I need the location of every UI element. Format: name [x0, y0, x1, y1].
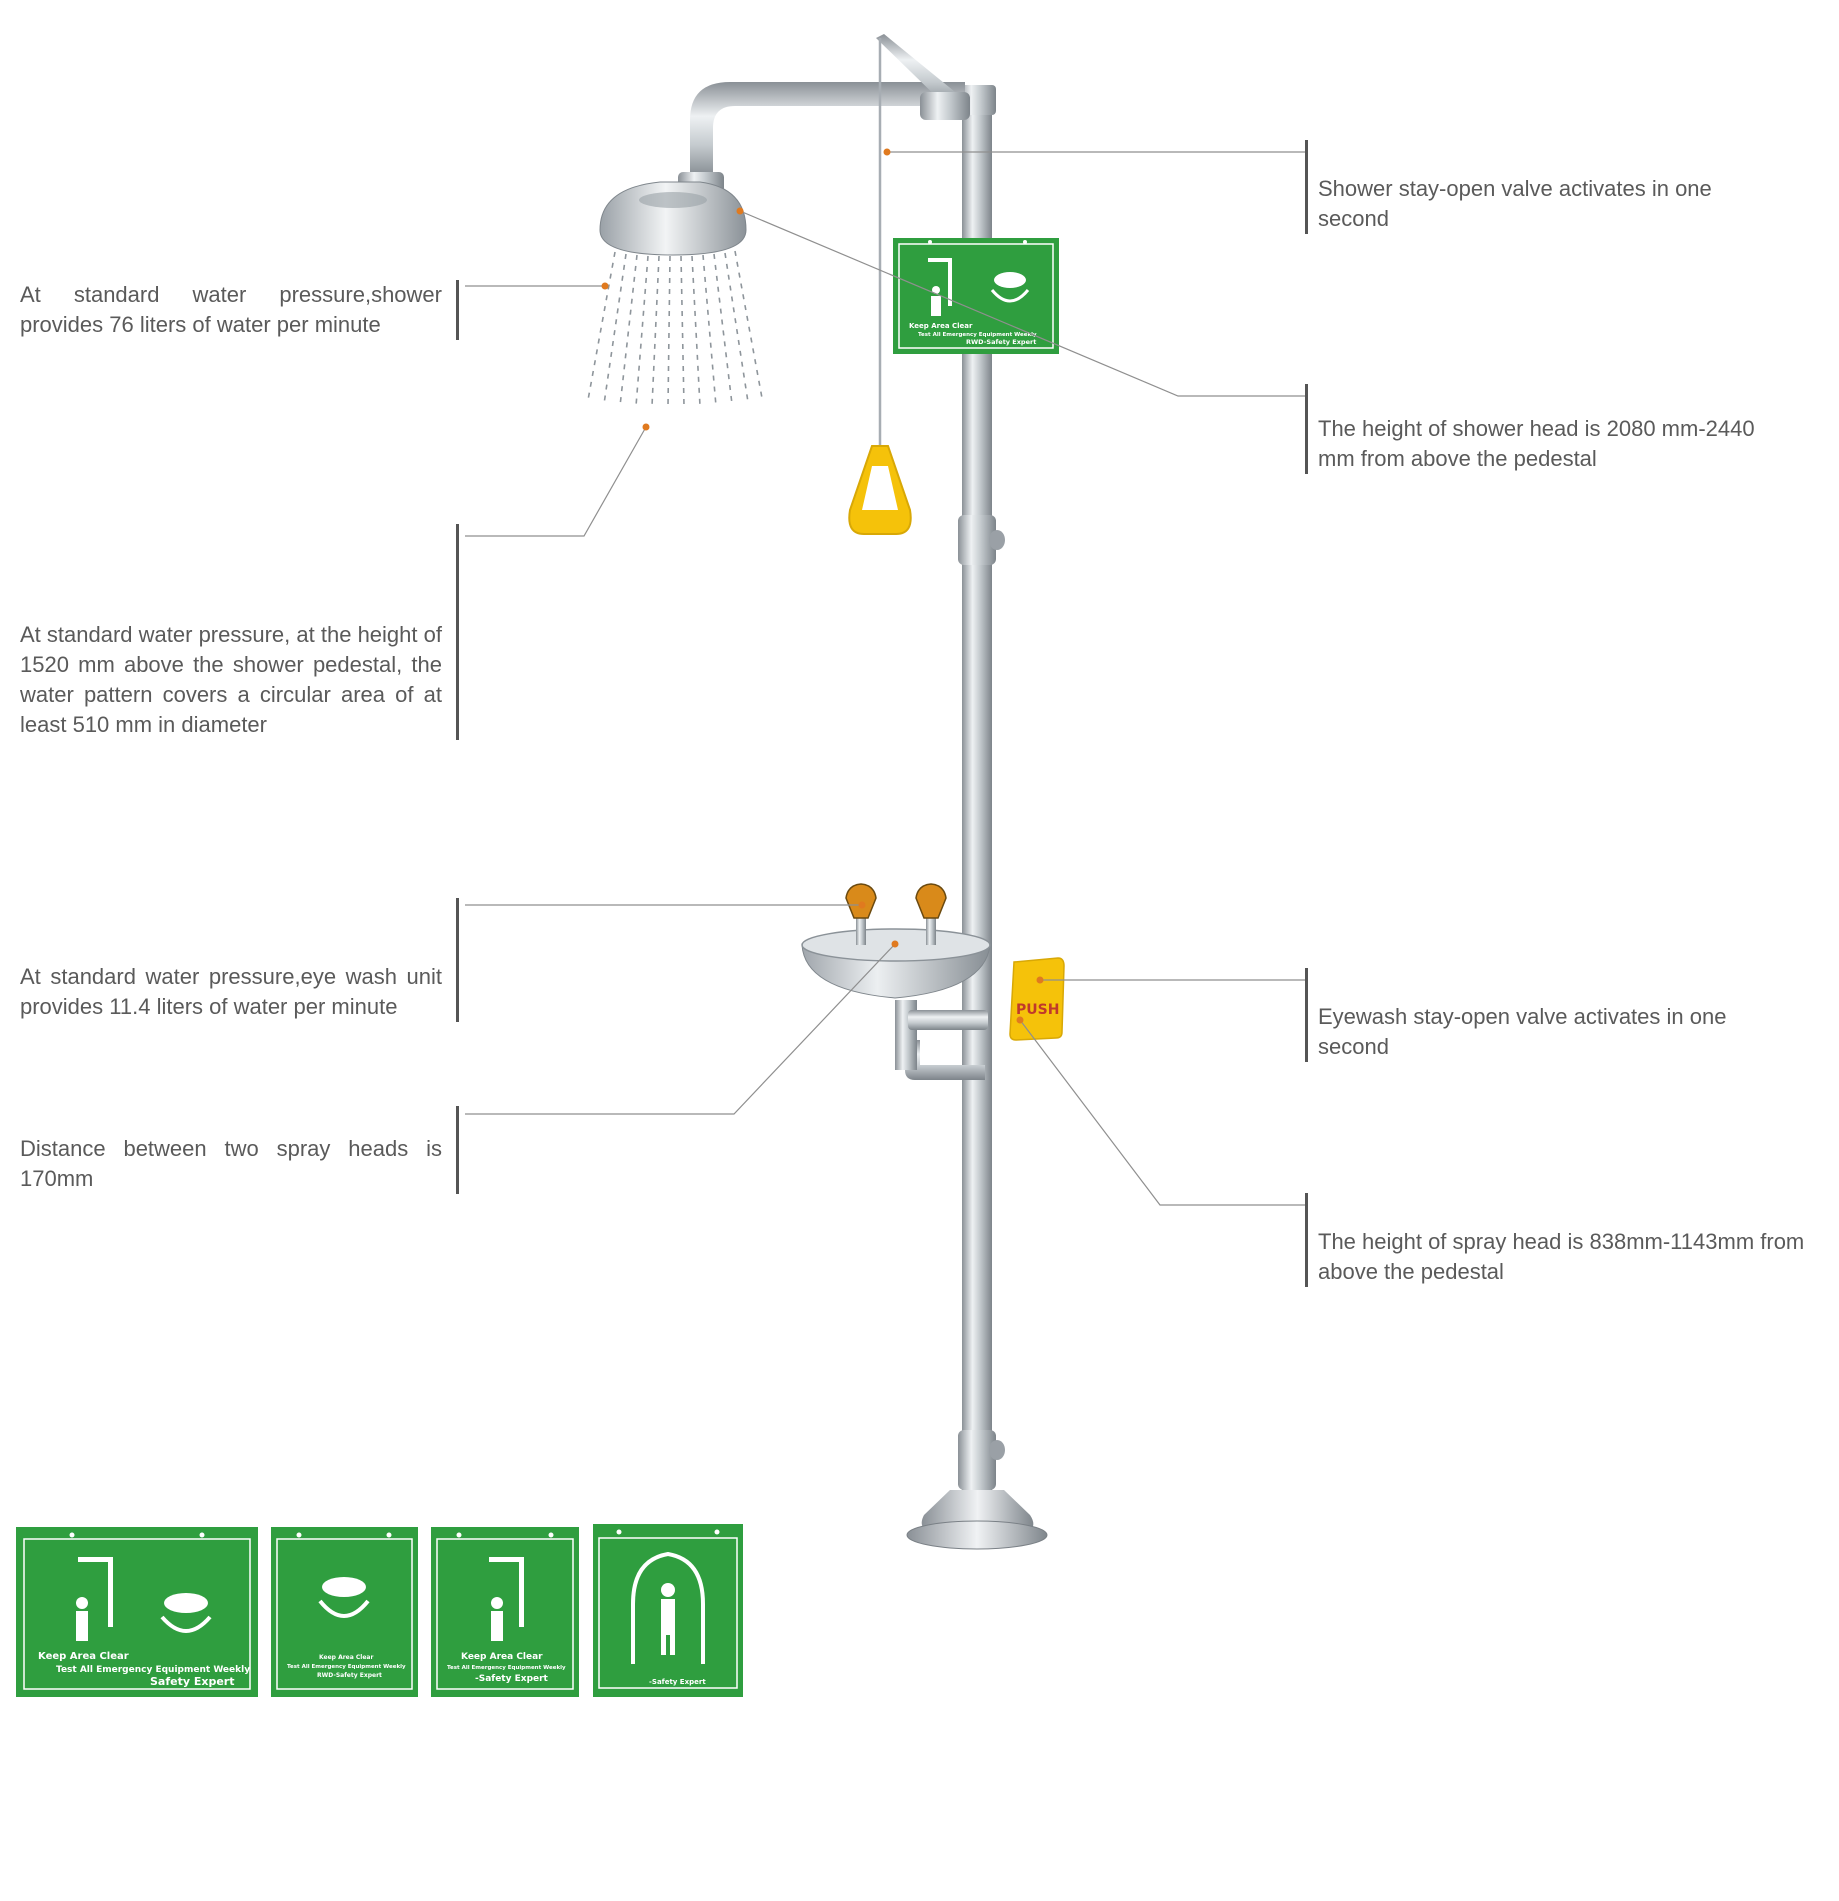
shower-head — [599, 181, 747, 256]
yellow-pull-handle — [848, 445, 912, 535]
sign-1-line3: Safety Expert — [150, 1675, 234, 1688]
sign-2: Keep Area Clear Test All Emergency Equip… — [271, 1527, 418, 1697]
sign-3-line2: Test All Emergency Equipment Weekly — [447, 1665, 566, 1671]
callout-spray-height-text: The height of spray head is 838mm-1143mm… — [1318, 1229, 1805, 1284]
push-label: PUSH — [1016, 1002, 1059, 1018]
callout-spray-distance-text: Distance between two spray heads is 170m… — [20, 1136, 442, 1191]
callout-spray-height: The height of spray head is 838mm-1143mm… — [1305, 1193, 1818, 1287]
pedestal-base — [906, 1490, 1048, 1550]
sign-3: Keep Area Clear Test All Emergency Equip… — [431, 1527, 579, 1697]
sign-4-line3: -Safety Expert — [649, 1678, 706, 1686]
sign-3-line3: -Safety Expert — [475, 1674, 549, 1684]
sign-3-line1: Keep Area Clear — [461, 1652, 543, 1662]
callout-shower-flow-text: At standard water pressure,shower provid… — [20, 282, 442, 337]
equipment-sign-line3: RWD-Safety Expert — [966, 338, 1036, 346]
sign-4: -Safety Expert — [593, 1524, 743, 1697]
water-spray — [587, 250, 763, 407]
callout-shower-valve-text: Shower stay-open valve activates in one … — [1318, 176, 1712, 231]
callout-spray-distance: Distance between two spray heads is 170m… — [20, 1106, 459, 1194]
shower-valve-lever — [876, 34, 970, 448]
callout-eyewash-flow: At standard water pressure,eye wash unit… — [20, 898, 459, 1022]
sign-1-line1: Keep Area Clear — [38, 1651, 129, 1662]
leader-lines — [465, 151, 1305, 1206]
equipment-sign-line2: Test All Emergency Equipment Weekly — [918, 332, 1037, 338]
push-plate: PUSH — [1009, 957, 1065, 1041]
sign-1: Keep Area Clear Test All Emergency Equip… — [16, 1527, 258, 1697]
callout-shower-height: The height of shower head is 2080 mm-244… — [1305, 384, 1758, 474]
equipment-sign: Keep Area Clear Test All Emergency Equip… — [893, 238, 1059, 354]
equipment-sign-line1: Keep Area Clear — [909, 322, 973, 330]
eyewash-assembly — [801, 883, 991, 1080]
sign-2-line1: Keep Area Clear — [319, 1654, 373, 1661]
callout-eyewash-valve-text: Eyewash stay-open valve activates in one… — [1318, 1004, 1727, 1059]
sign-2-line3: RWD-Safety Expert — [317, 1672, 382, 1679]
sign-1-line2: Test All Emergency Equipment Weekly — [56, 1665, 250, 1675]
callout-eyewash-valve: Eyewash stay-open valve activates in one… — [1305, 968, 1738, 1062]
sign-2-line2: Test All Emergency Equipment Weekly — [287, 1664, 406, 1670]
callout-shower-height-text: The height of shower head is 2080 mm-244… — [1318, 416, 1755, 471]
leader-dots — [601, 148, 1044, 1024]
callout-eyewash-flow-text: At standard water pressure,eye wash unit… — [20, 964, 442, 1019]
callout-shower-flow: At standard water pressure,shower provid… — [20, 280, 459, 340]
callout-water-pattern-text: At standard water pressure, at the heigh… — [20, 622, 442, 737]
callout-water-pattern: At standard water pressure, at the heigh… — [20, 524, 459, 740]
callout-shower-valve: Shower stay-open valve activates in one … — [1305, 140, 1738, 234]
